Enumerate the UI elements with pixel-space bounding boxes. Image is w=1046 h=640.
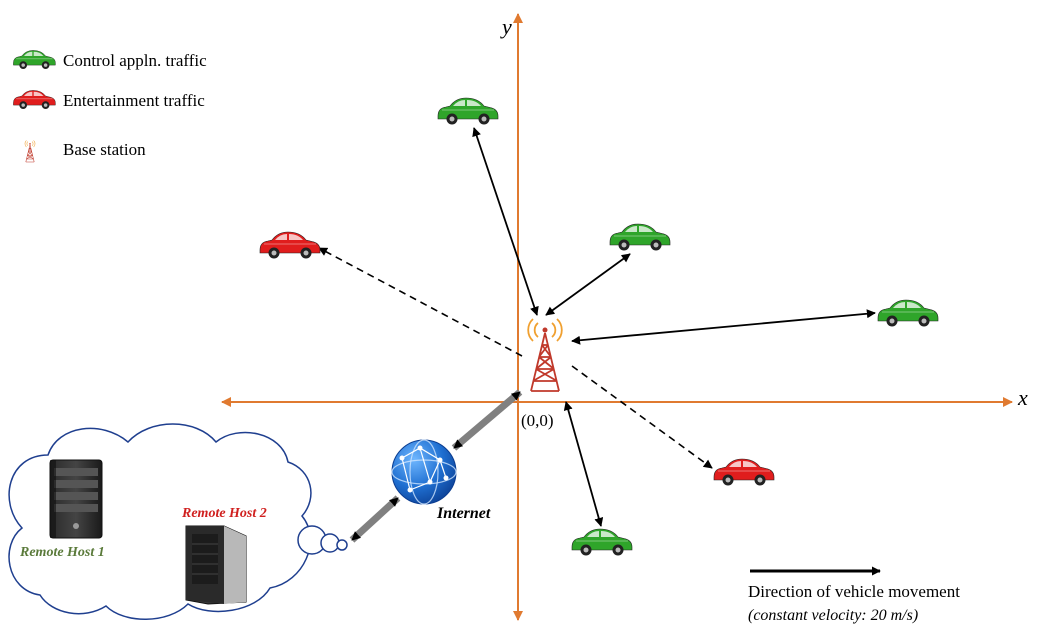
cloud-bubble-small: [336, 539, 348, 551]
entertainment-link-right: [571, 365, 713, 469]
control-link-upper-right: [545, 253, 631, 316]
movement-title: Direction of vehicle movement: [748, 582, 960, 601]
control-link-bottom: [563, 401, 604, 527]
base-station-tower-icon: [527, 318, 563, 392]
remote-host-2-server-icon: [185, 525, 247, 605]
remote-host-1-server-icon: [49, 459, 103, 539]
legend-base-station-label: Base station: [63, 140, 146, 159]
remote-host-1-label: Remote Host 1: [19, 545, 105, 560]
legend-control-car-icon: [13, 50, 56, 70]
x-axis-label: x: [1017, 385, 1028, 410]
origin-label: (0,0): [521, 411, 554, 430]
internet-globe-icon: [391, 439, 457, 505]
legend-control-label: Control appln. traffic: [63, 51, 207, 70]
cloud-bubble-medium: [320, 533, 340, 553]
control-car-top-icon: [437, 97, 499, 125]
control-link-right: [571, 309, 876, 345]
control-car-right-icon: [877, 299, 939, 327]
movement-subtitle: (constant velocity: 20 m/s): [748, 607, 918, 624]
entertainment-car-right-icon: [713, 458, 775, 486]
internet-to-base-station-link: [451, 389, 523, 451]
internet-label: Internet: [436, 505, 491, 522]
y-axis-label: y: [500, 14, 512, 39]
remote-host-2-label: Remote Host 2: [181, 506, 267, 521]
legend-entertainment-label: Entertainment traffic: [63, 91, 205, 110]
legend-entertainment-car-icon: [13, 90, 56, 110]
control-link-top: [472, 127, 539, 316]
entertainment-link-left: [318, 247, 523, 357]
legend-base-station-icon: [24, 140, 36, 163]
control-car-bottom-icon: [571, 528, 633, 556]
entertainment-car-left-icon: [259, 231, 321, 259]
internet-to-cloud-link: [349, 495, 401, 543]
control-car-upper-right-icon: [609, 223, 671, 251]
